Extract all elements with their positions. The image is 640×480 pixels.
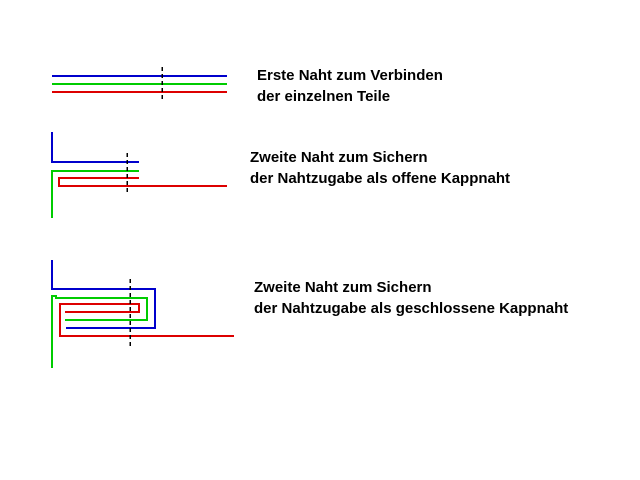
label-geschlossene-kappnaht: Zweite Naht zum Sichern der Nahtzugabe a…: [254, 277, 568, 319]
label-offene-kappnaht: Zweite Naht zum Sichern der Nahtzugabe a…: [250, 147, 510, 189]
label-erste-naht-line1: Erste Naht zum Verbinden: [257, 67, 443, 84]
geschlossene-kappnaht-diagram-green-fabric-line: [51, 295, 148, 368]
geschlossene-kappnaht-diagram-blue-fabric-line: [51, 260, 156, 329]
label-offene-kappnaht-line1: Zweite Naht zum Sichern: [250, 149, 428, 166]
label-erste-naht: Erste Naht zum Verbinden der einzelnen T…: [257, 65, 443, 107]
offene-kappnaht-diagram-green-fabric-line: [51, 170, 139, 218]
geschlossene-kappnaht-diagram-red-fabric-line: [59, 303, 234, 337]
offene-kappnaht-diagram-blue-fabric-line: [51, 132, 139, 163]
label-geschlossene-kappnaht-line1: Zweite Naht zum Sichern: [254, 279, 432, 296]
offene-kappnaht-diagram-red-fabric-line: [58, 177, 227, 187]
label-offene-kappnaht-line2: der Nahtzugabe als offene Kappnaht: [250, 170, 511, 187]
label-geschlossene-kappnaht-line2: der Nahtzugabe als geschlossene Kappnaht: [254, 300, 569, 317]
label-erste-naht-line2: der einzelnen Teile: [257, 88, 391, 105]
